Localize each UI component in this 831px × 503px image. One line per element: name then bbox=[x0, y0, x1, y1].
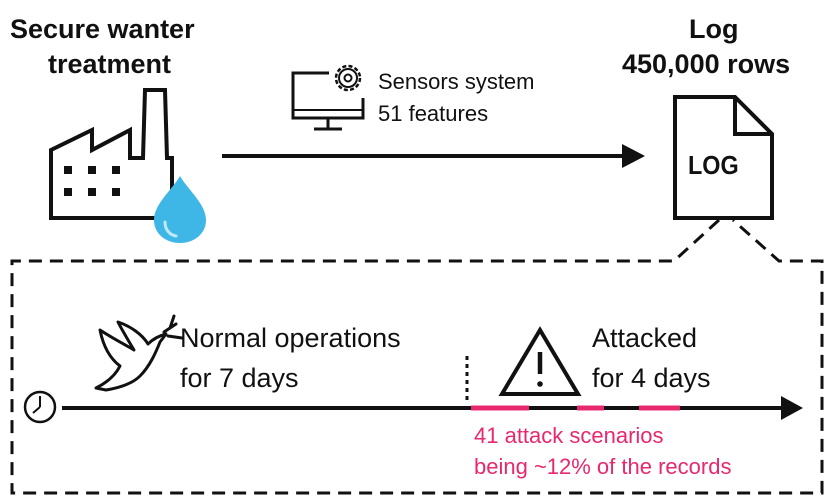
attack-label-line2: for 4 days bbox=[592, 363, 711, 393]
attack-note-line1: 41 attack scenarios bbox=[474, 423, 664, 448]
computer-gear-icon bbox=[291, 64, 365, 131]
attack-label-line1: Attacked bbox=[592, 323, 698, 353]
timeline-axis bbox=[62, 396, 803, 420]
source-title-line2: treatment bbox=[48, 49, 172, 79]
log-document-icon bbox=[673, 95, 774, 220]
log-title-line1: Log bbox=[689, 14, 739, 44]
source-title-line1: Secure wanter bbox=[10, 14, 195, 44]
sensors-label-line1: Sensors system bbox=[378, 69, 535, 94]
sensors-label-line2: 51 features bbox=[378, 101, 489, 126]
water-drop-icon bbox=[154, 176, 206, 243]
normal-label-line1: Normal operations bbox=[180, 323, 401, 353]
log-doc-label: LOG bbox=[688, 150, 739, 180]
factory-icon bbox=[49, 88, 174, 220]
warning-triangle-icon bbox=[498, 326, 582, 396]
attack-note-line2: being ~12% of the records bbox=[474, 454, 732, 479]
dove-icon bbox=[94, 314, 184, 392]
normal-label-line2: for 7 days bbox=[180, 363, 299, 393]
log-title-line2: 450,000 rows bbox=[622, 49, 791, 79]
log-detail-callout bbox=[10, 218, 824, 495]
clock-icon bbox=[23, 390, 57, 424]
flow-arrow bbox=[222, 144, 645, 168]
